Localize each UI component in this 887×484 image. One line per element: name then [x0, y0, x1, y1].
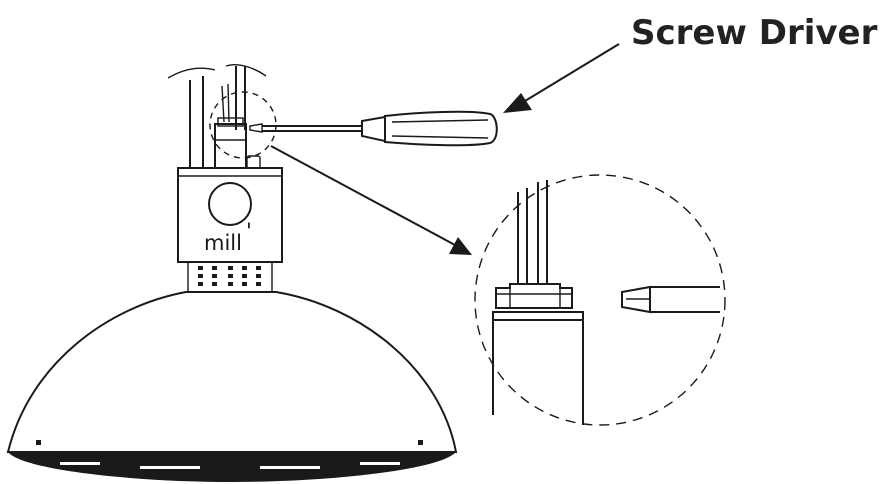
zoom-detail-view: [474, 174, 726, 426]
brand-logo-mark: ': [246, 219, 252, 243]
power-button-icon: [208, 182, 252, 226]
ventilation-neck: [187, 261, 273, 293]
screwdriver-icon: [249, 110, 498, 147]
screwdriver-callout-label: Screw Driver: [631, 13, 878, 53]
mounting-pole: [167, 64, 267, 168]
heater-dome: [6, 291, 458, 482]
brand-logo: mill: [204, 231, 242, 255]
screwdriver-pointer-arrow: [503, 43, 620, 113]
control-unit: mill ': [177, 167, 283, 263]
zoom-pointer-arrow: [270, 145, 472, 255]
